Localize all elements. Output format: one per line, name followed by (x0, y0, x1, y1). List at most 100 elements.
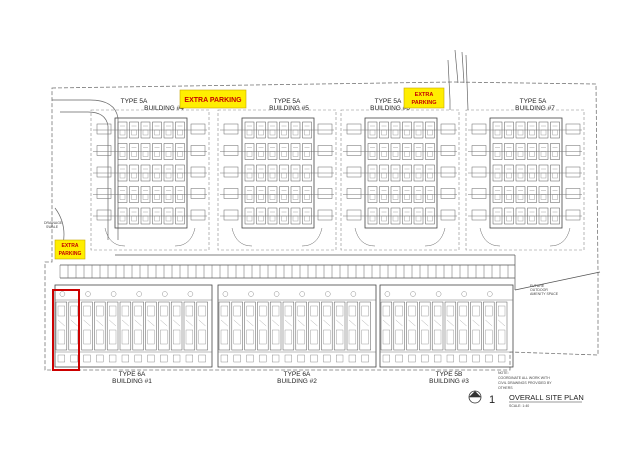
building-1-name: BUILDING #1 (112, 378, 152, 385)
building-5-name: BUILDING #5 (269, 105, 309, 112)
unit-cell (504, 143, 514, 160)
unit-detail (336, 329, 344, 345)
unit-detail (369, 172, 376, 179)
unit-detail (233, 354, 241, 363)
unit-detail (284, 329, 293, 345)
unit-detail (246, 129, 253, 136)
unit-detail (552, 129, 558, 136)
unit-detail (410, 291, 416, 297)
side-wing (317, 145, 333, 156)
unit-detail (108, 305, 117, 317)
unit-cell (256, 121, 266, 139)
unit-cell (492, 121, 503, 139)
unit-cell (290, 186, 301, 203)
side-wing (317, 166, 333, 178)
unit-detail (246, 151, 253, 157)
curb (301, 227, 323, 247)
unit-detail (498, 354, 506, 363)
unit-detail (415, 215, 422, 222)
parking-stalls (59, 265, 509, 278)
unit-cell (175, 207, 185, 225)
unit-detail (258, 194, 264, 200)
unit-detail (381, 194, 387, 200)
unit-cell (55, 301, 68, 351)
note-line-2: CIVIL DRAWINGS PROVIDED BY (498, 381, 552, 385)
parking-lot-outline (465, 109, 585, 251)
side-wing (565, 145, 581, 156)
unit-cell (129, 164, 139, 182)
unit-cell (267, 186, 278, 203)
unit-cell (94, 301, 106, 351)
unit-cell (402, 143, 412, 160)
annotations: DRAINAGE SWALE FUTURE OUTDOOR AMENITY SP… (44, 221, 559, 390)
unit-detail (325, 291, 331, 297)
unit-detail (142, 129, 149, 136)
unit-cell (527, 143, 537, 160)
unit-detail (336, 305, 344, 317)
unit-detail (472, 329, 480, 345)
unit-cell (359, 301, 371, 351)
building-7-type: TYPE 5A (520, 98, 547, 105)
unit-detail (517, 172, 524, 179)
unit-detail (246, 329, 254, 345)
unit-detail (185, 305, 194, 317)
unit-cell (267, 143, 278, 160)
unit-detail (494, 194, 501, 200)
unit-detail (284, 305, 293, 317)
unit-cell (379, 121, 389, 139)
unit-detail (434, 329, 442, 345)
unit-cell (129, 186, 139, 203)
unit-cell (244, 186, 255, 203)
unit-detail (83, 319, 91, 327)
unit-detail (382, 319, 390, 327)
unit-detail (415, 194, 422, 200)
unit-detail (233, 305, 241, 317)
side-wing (223, 209, 239, 221)
unit-detail (395, 329, 403, 345)
unit-cell (119, 301, 132, 351)
unit-cell (256, 164, 266, 182)
unit-cell (302, 164, 312, 182)
unit-detail (177, 151, 183, 157)
unit-detail (487, 291, 493, 297)
unit-cell (492, 207, 503, 225)
side-wing (223, 166, 239, 178)
unit-cell (402, 207, 412, 225)
unit-cell (515, 143, 526, 160)
unit-cell (140, 143, 151, 160)
unit-detail (172, 329, 181, 345)
side-wing (440, 166, 456, 178)
side-wing (96, 209, 112, 221)
unit-detail (506, 194, 512, 200)
unit-detail (131, 129, 137, 136)
unit-detail (165, 129, 172, 136)
unit-detail (147, 319, 155, 327)
unit-cell (413, 207, 424, 225)
unit-detail (297, 329, 305, 345)
svg-text:EXTRA: EXTRA (415, 92, 434, 98)
unit-cell (413, 186, 424, 203)
unit-detail (57, 329, 66, 345)
unit-detail (348, 354, 357, 363)
top-building-labels: TYPE 5A BUILDING #4 TYPE 5A BUILDING #5 … (121, 98, 556, 112)
unit-detail (459, 354, 467, 363)
unit-detail (154, 172, 160, 179)
unit-detail (485, 329, 493, 345)
unit-detail (269, 194, 276, 200)
unit-cell (244, 164, 255, 182)
unit-cell (504, 121, 514, 139)
unit-detail (136, 291, 142, 297)
bottom-building-labels: TYPE 6A BUILDING #1 TYPE 6A BUILDING #2 … (112, 371, 469, 385)
top-building-3 (340, 109, 460, 251)
unit-cell (152, 207, 162, 225)
unit-detail (131, 194, 137, 200)
unit-detail (83, 305, 91, 317)
unit-detail (198, 354, 206, 363)
unit-detail (382, 305, 391, 317)
unit-detail (220, 329, 229, 345)
unit-detail (121, 319, 129, 327)
unit-detail (361, 354, 369, 363)
unit-detail (222, 291, 229, 297)
unit-detail (421, 354, 429, 363)
unit-cell (367, 143, 378, 160)
